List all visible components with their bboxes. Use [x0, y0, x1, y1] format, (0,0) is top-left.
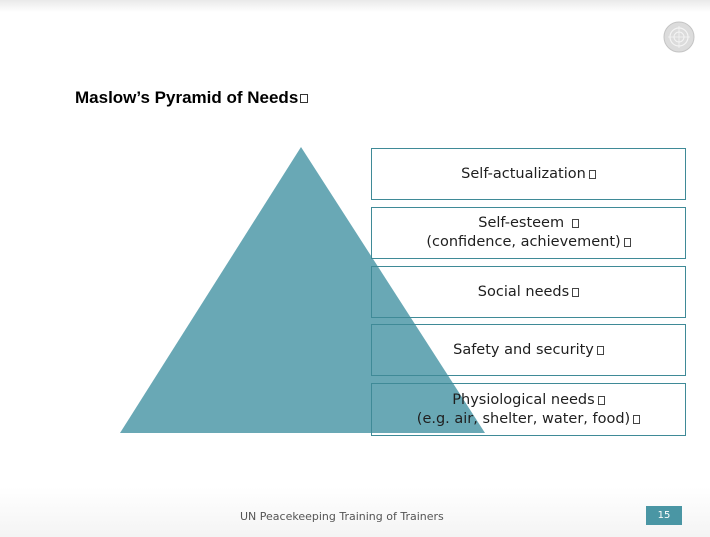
level-box-self-esteem: Self-esteem (confidence, achievement)	[371, 207, 686, 259]
missing-glyph-icon	[633, 414, 641, 424]
missing-glyph-icon	[597, 395, 605, 405]
un-emblem-icon	[663, 21, 695, 53]
slide-title-text: Maslow’s Pyramid of Needs	[75, 88, 299, 107]
level-box-social-needs: Social needs	[371, 266, 686, 318]
missing-glyph-icon	[623, 238, 631, 247]
top-shadow	[0, 0, 710, 12]
missing-glyph-icon	[571, 219, 579, 228]
pyramid-shape	[120, 147, 485, 433]
level-detail: (e.g. air, shelter, water, food)	[416, 410, 631, 427]
missing-glyph-icon	[588, 169, 596, 179]
level-detail: (confidence, achievement)	[426, 234, 621, 250]
footer-text: UN Peacekeeping Training of Trainers	[240, 510, 444, 523]
level-box-safety: Safety and security	[371, 324, 686, 376]
missing-glyph-icon	[300, 94, 309, 103]
level-label: Social needs	[477, 283, 570, 300]
level-box-physiological: Physiological needs (e.g. air, shelter, …	[371, 383, 686, 436]
level-box-self-actualization: Self-actualization	[371, 148, 686, 200]
slide-title: Maslow’s Pyramid of Needs	[75, 88, 309, 108]
level-label: Self-esteem	[478, 215, 569, 231]
level-label: Physiological needs	[452, 391, 595, 408]
page-number: 15	[646, 506, 682, 525]
level-label: Safety and security	[453, 341, 594, 358]
bottom-fade	[0, 487, 710, 537]
missing-glyph-icon	[572, 287, 580, 297]
missing-glyph-icon	[596, 345, 604, 355]
level-label: Self-actualization	[461, 165, 586, 182]
